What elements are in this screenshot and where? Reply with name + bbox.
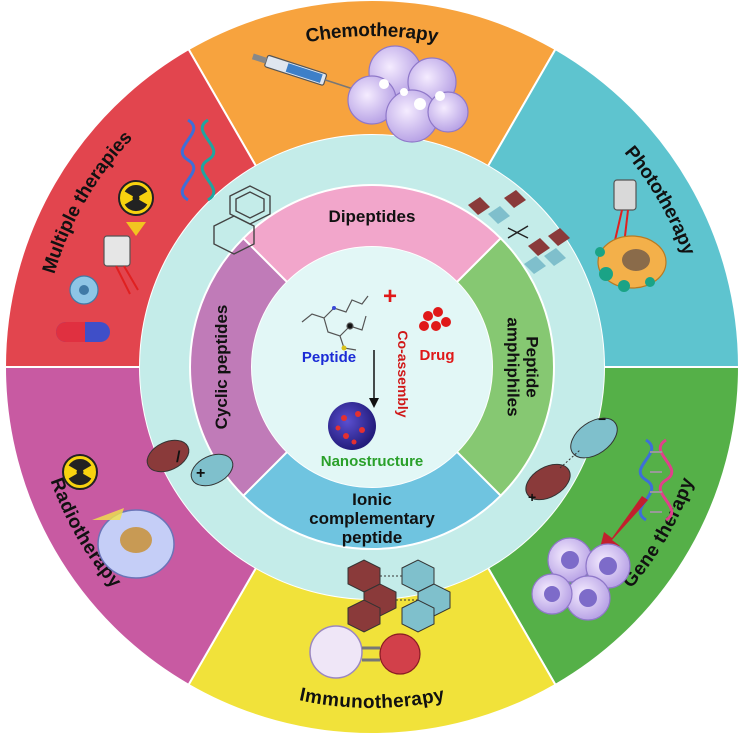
svg-text:/: / bbox=[176, 449, 181, 466]
nanoparticle-icon bbox=[328, 402, 376, 450]
cancer-cell-cluster-icon bbox=[347, 45, 469, 143]
center-drug-label: Drug bbox=[420, 347, 455, 364]
radiation-icon bbox=[62, 454, 98, 490]
dna-icon bbox=[180, 118, 216, 202]
cell-icon bbox=[595, 235, 667, 292]
co-assembly-arrowhead bbox=[369, 398, 379, 408]
immune-cell-icon bbox=[309, 625, 421, 679]
cell-cluster-icon bbox=[531, 537, 631, 621]
middle-label-peptide-amphiphiles: Peptideamphiphiles bbox=[504, 317, 542, 416]
middle-label-dipeptides: Dipeptides bbox=[329, 207, 416, 226]
hexagon-molecule-icon bbox=[347, 559, 451, 633]
dipole-molecule-icon: + / bbox=[146, 439, 234, 487]
cell-icon bbox=[69, 275, 99, 305]
svg-text:+: + bbox=[528, 489, 536, 505]
peptide-blocks-icon bbox=[468, 190, 570, 274]
center-process-label: Co-assembly bbox=[395, 330, 411, 417]
laser-icon bbox=[103, 235, 139, 295]
center-peptide-label: Peptide bbox=[302, 349, 356, 366]
cell-icon bbox=[92, 508, 175, 579]
radiation-icon bbox=[118, 180, 154, 236]
dna-icon bbox=[638, 438, 674, 522]
pill-icon bbox=[56, 322, 110, 342]
svg-text:+: + bbox=[196, 465, 205, 482]
benzene-ring-icon bbox=[213, 185, 271, 255]
center-disc bbox=[252, 247, 492, 487]
drug-dots-icon bbox=[419, 307, 451, 331]
dipole-molecule-icon: + − bbox=[525, 411, 618, 505]
middle-label-cyclic-peptides: Cyclic peptides bbox=[212, 305, 231, 430]
center-product-label: Nanostructure bbox=[321, 453, 424, 470]
center-plus-sign: + bbox=[383, 283, 397, 310]
arrow-icon bbox=[598, 496, 648, 556]
peptide-molecule-icon bbox=[301, 295, 369, 351]
svg-text:−: − bbox=[598, 411, 606, 427]
